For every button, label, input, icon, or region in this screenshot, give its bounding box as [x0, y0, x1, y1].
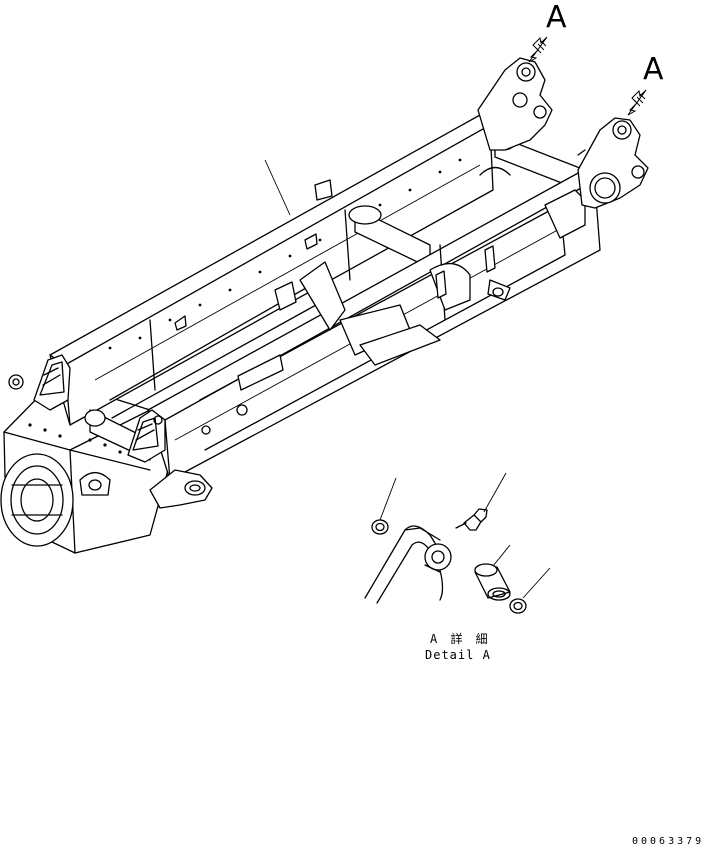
view-label-right: A: [643, 52, 664, 87]
front-tower-right: [128, 410, 165, 462]
detail-a: [365, 473, 550, 613]
view-label-left: A: [546, 0, 567, 35]
left-side-member: [50, 115, 493, 425]
rear-tower-left: [478, 58, 552, 175]
front-pin-bracket: [150, 470, 212, 508]
rivet-dots: [108, 158, 462, 350]
detail-grease-fitting: [456, 473, 506, 530]
detail-bushing: [475, 545, 510, 600]
detail-bracket: [365, 526, 451, 603]
view-direction-arrow-icon: [628, 90, 646, 115]
detail-washer-left: [372, 478, 396, 534]
detail-washer-right: [510, 568, 550, 613]
front-tower-left: [34, 355, 70, 410]
rear-tower-right: [578, 118, 648, 208]
center-bracket: [275, 262, 510, 365]
frame-leader-line: [265, 160, 290, 215]
front-housing: [1, 375, 168, 553]
drawing-number: 00063379: [632, 836, 705, 847]
detail-caption-english: Detail A: [425, 648, 491, 662]
view-direction-arrow-icon: [529, 37, 547, 62]
detail-caption-japanese: A 詳 細: [430, 632, 491, 646]
